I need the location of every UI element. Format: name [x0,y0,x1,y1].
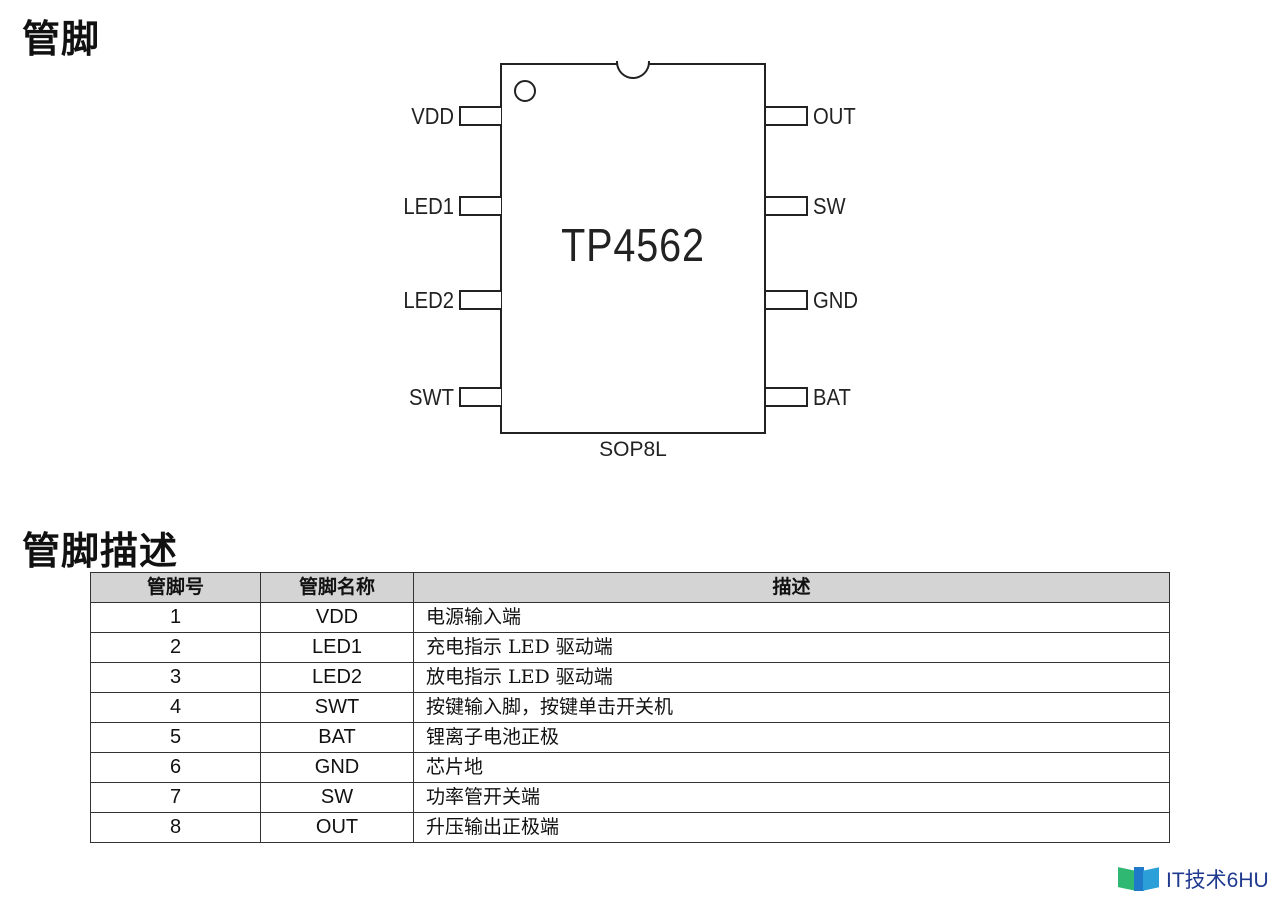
pin-left-4 [459,387,501,407]
pin-name: SW [260,782,414,813]
pin-label-led2: LED2 [403,287,454,313]
pin-label-vdd: VDD [411,103,454,129]
pin-right-2 [766,196,808,216]
book-logo-icon [1118,865,1162,893]
pin-number: 3 [90,662,261,693]
column-header-pin-name: 管脚名称 [260,572,414,603]
watermark: IT技术6HU [1118,864,1269,894]
pin-label-out: OUT [813,103,856,129]
pin-description: 放电指示 LED 驱动端 [413,662,1170,693]
pin-number: 7 [90,782,261,813]
pin-description: 电源输入端 [413,602,1170,633]
section-title-pins: 管脚 [22,16,101,61]
pin-description: 芯片地 [413,752,1170,783]
pin-number: 1 [90,602,261,633]
pin-name: LED2 [260,662,414,693]
chip-body [500,63,766,434]
chip-name: TP4562 [561,219,705,271]
pin-name: GND [260,752,414,783]
pin-right-4 [766,387,808,407]
pin-right-1 [766,106,808,126]
pin-number: 2 [90,632,261,663]
pin-left-3 [459,290,501,310]
pin-name: SWT [260,692,414,723]
pin-number: 4 [90,692,261,723]
pin-label-swt: SWT [409,384,454,410]
pin1-marker-dot [514,80,536,102]
column-header-description: 描述 [413,572,1170,603]
pin-description: 充电指示 LED 驱动端 [413,632,1170,663]
pin-label-sw: SW [813,193,846,219]
pin-name: VDD [260,602,414,633]
pin-label-gnd: GND [813,287,858,313]
pin-name: LED1 [260,632,414,663]
pin-right-3 [766,290,808,310]
watermark-text: IT技术6HU [1166,869,1269,892]
pin-description: 升压输出正极端 [413,812,1170,843]
section-title-description: 管脚描述 [22,528,179,573]
pin-number: 8 [90,812,261,843]
pin-label-led1: LED1 [403,193,454,219]
pin-name: OUT [260,812,414,843]
pin-number: 6 [90,752,261,783]
pin-description: 功率管开关端 [413,782,1170,813]
table-header-row: 管脚号 管脚名称 描述 [90,572,1170,603]
pin-description: 锂离子电池正极 [413,722,1170,753]
pin-number: 5 [90,722,261,753]
column-header-pin-number: 管脚号 [90,572,261,603]
pin-left-2 [459,196,501,216]
pin-label-bat: BAT [813,384,851,410]
package-label: SOP8L [599,438,667,461]
pin-description: 按键输入脚，按键单击开关机 [413,692,1170,723]
pin-left-1 [459,106,501,126]
pin-name: BAT [260,722,414,753]
